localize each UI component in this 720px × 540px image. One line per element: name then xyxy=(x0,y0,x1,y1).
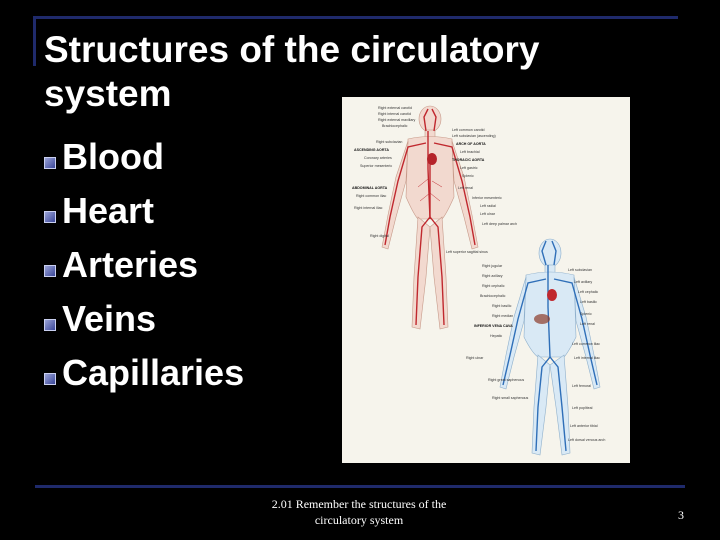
figure-label: Right axillary xyxy=(482,274,503,278)
bullet-box-icon xyxy=(44,157,56,169)
arterial-labels: Right external carotid Right internal ca… xyxy=(352,106,517,238)
figure-label: Right small saphenous xyxy=(492,396,529,400)
figure-label: Left deep palmar arch xyxy=(482,222,517,226)
figure-label: Hepatic xyxy=(490,334,502,338)
footer-text: 2.01 Remember the structures of the circ… xyxy=(271,497,447,527)
bullet-list: Blood Heart Arteries Veins Capillaries xyxy=(44,130,344,400)
figure-label: Left subclavian (ascending) xyxy=(452,134,496,138)
bullet-box-icon xyxy=(44,373,56,385)
figure-label: Superior mesenteric xyxy=(360,164,392,168)
figure-label: Left renal xyxy=(580,322,595,326)
figure-label: Left subclavian xyxy=(568,268,592,272)
bullet-item: Capillaries xyxy=(44,346,344,400)
figure-label: Left ulnar xyxy=(480,212,496,216)
figure-label: Left radial xyxy=(480,204,496,208)
page-number: 3 xyxy=(678,508,684,522)
figure-label: Left axillary xyxy=(574,280,592,284)
figure-label: Left basilic xyxy=(580,300,597,304)
figure-label: Right common iliac xyxy=(356,194,387,198)
figure-label: Right external carotid xyxy=(378,106,412,110)
bullet-item: Arteries xyxy=(44,238,344,292)
figure-label: Right ulnar xyxy=(466,356,484,360)
figure-label: Right great saphenous xyxy=(488,378,524,382)
bullet-text: Veins xyxy=(62,298,157,339)
figure-label: THORACIC AORTA xyxy=(452,158,485,162)
figure-label: Left common carotid xyxy=(452,128,485,132)
bullet-item: Veins xyxy=(44,292,344,346)
figure-label: Right digital xyxy=(370,234,389,238)
figure-label: Coronary arteries xyxy=(364,156,392,160)
venous-body xyxy=(499,238,601,456)
slide-title: Structures of the circulatory system xyxy=(44,29,540,114)
circulatory-illustration: Right external carotid Right internal ca… xyxy=(352,105,605,456)
figure-label: Brachiocephalic xyxy=(382,124,408,128)
frame-top-rule xyxy=(33,16,678,19)
figure-label: Left gastric xyxy=(460,166,478,170)
figure-label: Right internal carotid xyxy=(378,112,411,116)
bullet-text: Heart xyxy=(62,190,155,231)
figure-label: Left internal iliac xyxy=(574,356,600,360)
bullet-text: Blood xyxy=(62,136,164,177)
figure-label: Left anterior tibial xyxy=(570,424,598,428)
bullet-text: Arteries xyxy=(62,244,199,285)
figure-label: Brachiocephalic xyxy=(480,294,506,298)
figure-label: ABDOMINAL AORTA xyxy=(352,186,388,190)
figure-label: Right internal iliac xyxy=(354,206,383,210)
venous-labels: Left superior sagittal sinus Right jugul… xyxy=(446,250,605,442)
circulatory-system-figure: Right external carotid Right internal ca… xyxy=(342,97,630,463)
figure-label: Left dorsal venous arch xyxy=(568,438,605,442)
bullet-item: Heart xyxy=(44,184,344,238)
bullet-text: Capillaries xyxy=(62,352,245,393)
bullet-box-icon xyxy=(44,319,56,331)
figure-label: Right jugular xyxy=(482,264,503,268)
footer-rule xyxy=(35,485,685,488)
figure-label: Right subclavian xyxy=(376,140,402,144)
figure-label: ARCH OF AORTA xyxy=(456,142,486,146)
figure-label: Right basilic xyxy=(492,304,512,308)
figure-label: Inferior mesenteric xyxy=(472,196,502,200)
figure-label: Left common iliac xyxy=(572,342,600,346)
figure-label: ASCENDING AORTA xyxy=(354,148,389,152)
figure-label: Right median xyxy=(492,314,513,318)
figure-label: Right external maxillary xyxy=(378,118,416,122)
figure-label: Right cephalic xyxy=(482,284,505,288)
figure-label: Left brachial xyxy=(460,150,480,154)
figure-label: Splenic xyxy=(580,312,592,316)
figure-label: Left superior sagittal sinus xyxy=(446,250,488,254)
figure-label: Left cephalic xyxy=(578,290,598,294)
figure-label: Left femoral xyxy=(572,384,591,388)
arterial-body xyxy=(381,105,479,330)
bullet-item: Blood xyxy=(44,130,344,184)
bullet-box-icon xyxy=(44,265,56,277)
figure-label: Left popliteal xyxy=(572,406,593,410)
figure-label: INFERIOR VENA CAVA xyxy=(474,324,513,328)
bullet-box-icon xyxy=(44,211,56,223)
figure-label: Left renal xyxy=(458,186,473,190)
figure-label: Splenic xyxy=(462,174,474,178)
frame-left-rule xyxy=(33,16,36,66)
